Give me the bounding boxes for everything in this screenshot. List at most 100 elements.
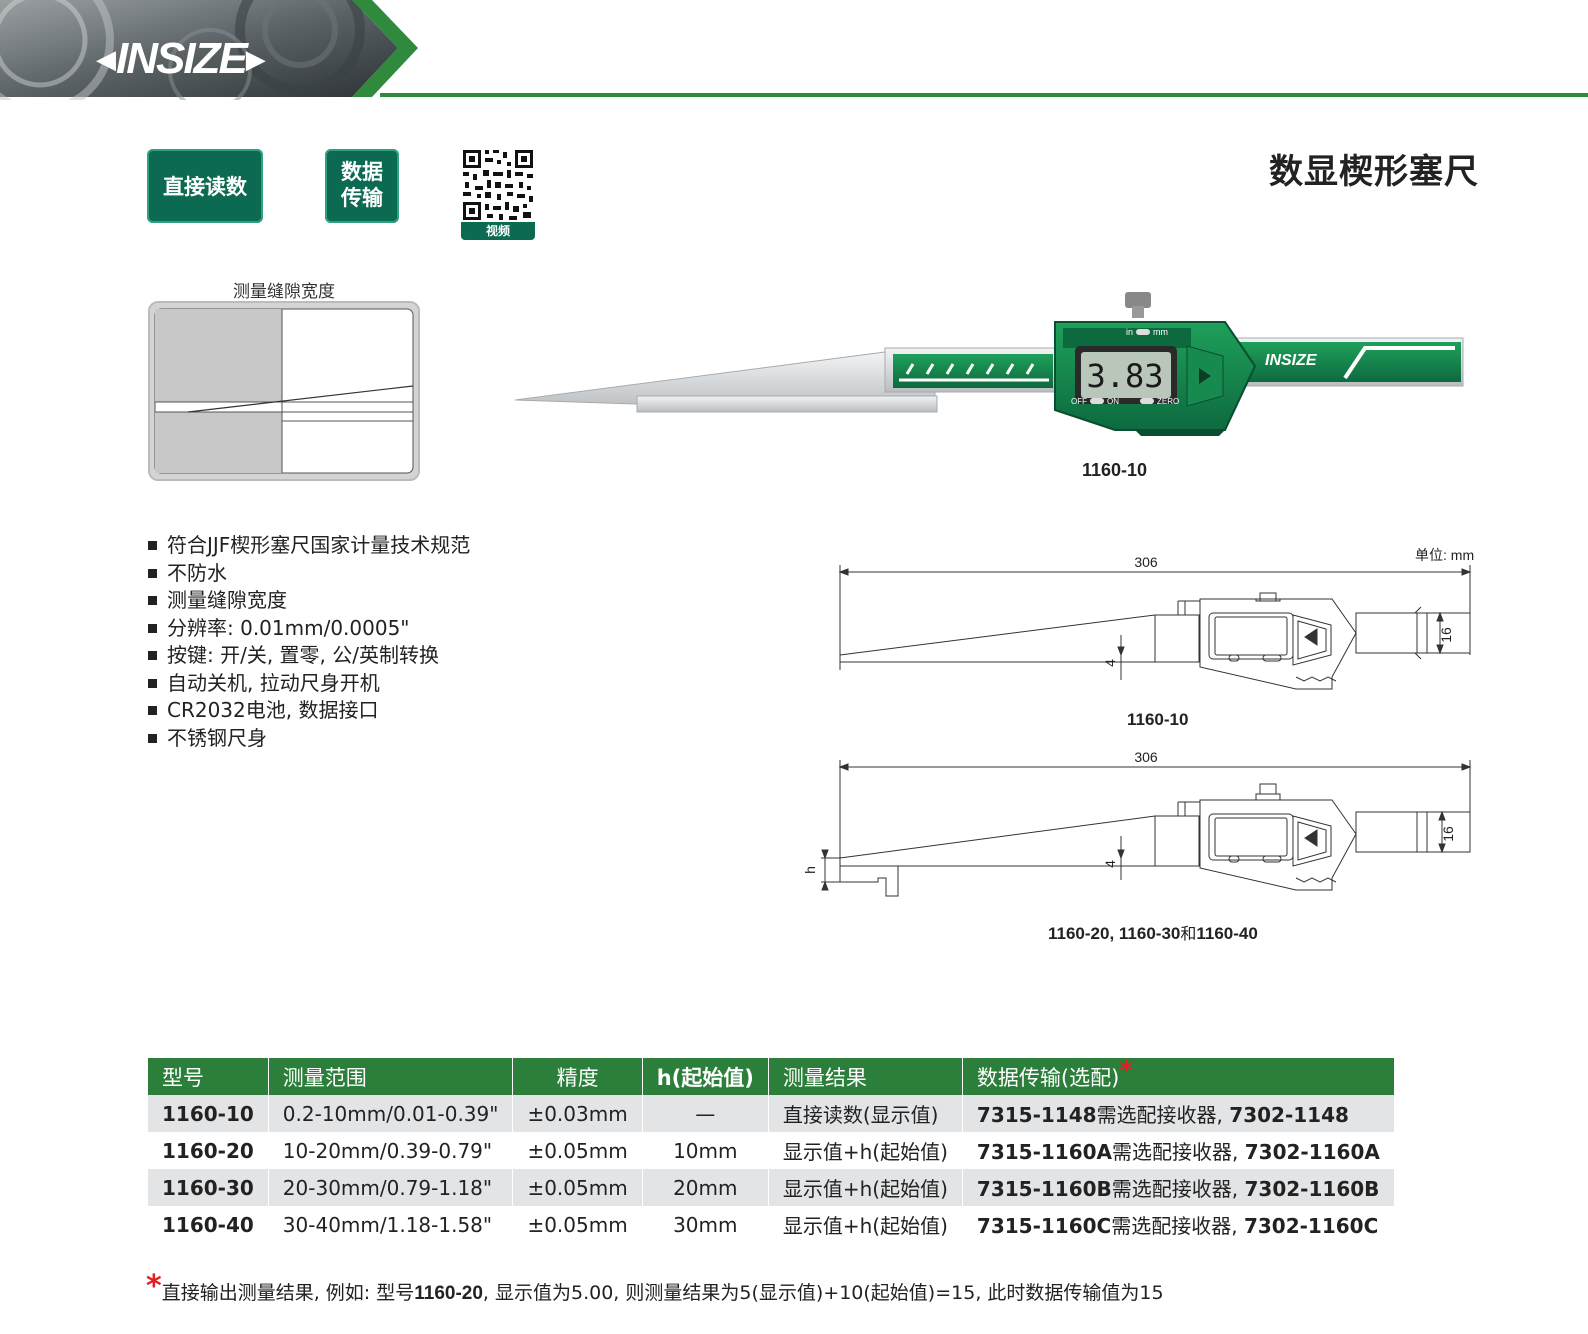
badge-data-transfer: 数据 传输 xyxy=(325,149,399,223)
feature-item: CR2032电池, 数据接口 xyxy=(148,697,470,725)
cell-model: 1160-30 xyxy=(148,1169,269,1206)
badge-direct-read: 直接读数 xyxy=(147,149,263,223)
footnote-text-1: 直接输出测量结果, 例如: 型号 xyxy=(161,1282,415,1304)
cell-data-transfer: 7315-1160C需选配接收器, 7302-1160C xyxy=(962,1206,1394,1243)
label-on: ON xyxy=(1107,397,1119,406)
footnote-asterisk: * xyxy=(146,1269,162,1304)
gap-measurement-diagram xyxy=(148,301,420,481)
cell-code1: 7315-1160C xyxy=(976,1214,1112,1238)
data-button-icon xyxy=(1199,368,1211,384)
cell-code2: 7302-1160C xyxy=(1243,1214,1379,1238)
col-header-h: h(起始值) xyxy=(642,1058,769,1095)
cell-code2: 7302-1160B xyxy=(1244,1177,1380,1201)
cell-accuracy: ±0.05mm xyxy=(512,1169,643,1206)
cell-result: 直接读数(显示值) xyxy=(768,1095,963,1132)
cell-range: 0.2-10mm/0.01-0.39" xyxy=(268,1095,514,1132)
cell-result: 显示值+h(起始值) xyxy=(768,1169,963,1206)
dim-length-306: 306 xyxy=(1134,750,1158,765)
photo-model-label: 1160-10 xyxy=(1082,460,1148,480)
cell-data-transfer: 7315-1160B需选配接收器, 7302-1160B xyxy=(962,1169,1394,1206)
drawing-1-caption: 1160-10 xyxy=(1127,710,1189,729)
footnote-text-2: , 显示值为5.00, 则测量结果为5(显示值)+10(起始值)=15, 此时数… xyxy=(482,1282,1164,1304)
dim-h-label: h xyxy=(805,866,818,874)
cell-mid: 需选配接收器, xyxy=(1112,1140,1245,1164)
badge-direct-read-label: 直接读数 xyxy=(163,176,247,199)
feature-list: 符合JJF楔形塞尺国家计量技术规范 不防水 测量缝隙宽度 分辨率: 0.01mm… xyxy=(148,532,470,752)
col-header-data-transfer-label: 数据传输(选配) xyxy=(976,1065,1120,1090)
dim-length-306: 306 xyxy=(1134,555,1158,570)
label-mm: mm xyxy=(1153,327,1168,337)
lcd-reading: 3.83 xyxy=(1086,357,1163,395)
table-row: 1160-40 30-40mm/1.18-1.58" ±0.05mm 30mm … xyxy=(148,1206,1394,1243)
cell-accuracy: ±0.05mm xyxy=(512,1206,643,1243)
feature-item: 不防水 xyxy=(148,560,470,588)
video-qr-code[interactable]: 视频 xyxy=(461,148,535,240)
cell-mid: 需选配接收器, xyxy=(1111,1177,1245,1201)
col-header-accuracy: 精度 xyxy=(512,1058,643,1095)
drawing-2-caption-and: 和 xyxy=(1180,924,1197,943)
footnote: *直接输出测量结果, 例如: 型号1160-20, 显示值为5.00, 则测量结… xyxy=(146,1272,1164,1305)
cell-data-transfer: 7315-1160A需选配接收器, 7302-1160A xyxy=(962,1132,1394,1169)
cell-h: 30mm xyxy=(642,1206,769,1243)
table-row: 1160-30 20-30mm/0.79-1.18" ±0.05mm 20mm … xyxy=(148,1169,1394,1206)
badge-data-line2: 传输 xyxy=(341,187,383,210)
logo-text: INSIZE xyxy=(116,34,248,83)
table-row: 1160-10 0.2-10mm/0.01-0.39" ±0.03mm — 直接… xyxy=(148,1095,1394,1132)
label-in: in xyxy=(1126,327,1133,337)
cell-range: 20-30mm/0.79-1.18" xyxy=(268,1169,514,1206)
cell-code1: 7315-1148 xyxy=(976,1103,1097,1127)
dim-tip-4: 4 xyxy=(1102,860,1118,868)
cell-data-transfer: 7315-1148需选配接收器, 7302-1148 xyxy=(962,1095,1394,1132)
col-header-model: 型号 xyxy=(148,1058,269,1095)
footnote-model: 1160-20 xyxy=(414,1283,483,1304)
feature-item: 自动关机, 拉动尺身开机 xyxy=(148,670,470,698)
technical-drawing-1160-20-30-40: 306 16 4 h xyxy=(805,750,1472,897)
header-rule xyxy=(380,93,1588,97)
dim-tip-4: 4 xyxy=(1102,659,1118,667)
gap-diagram-caption: 测量缝隙宽度 xyxy=(233,282,335,301)
cell-model: 1160-40 xyxy=(148,1206,269,1243)
cell-code1: 7315-1160A xyxy=(976,1140,1113,1164)
drawing-2-caption: 1160-20, 1160-30和1160-40 xyxy=(1048,920,1258,944)
cell-model: 1160-20 xyxy=(148,1132,269,1169)
table-header-row: 型号 测量范围 精度 h(起始值) 测量结果 数据传输(选配)* xyxy=(148,1058,1394,1095)
cell-accuracy: ±0.05mm xyxy=(512,1132,643,1169)
cell-accuracy: ±0.03mm xyxy=(512,1095,643,1132)
product-photo: INSIZE 3.83 in mm OFF ON ZERO xyxy=(515,292,1464,436)
feature-item: 按键: 开/关, 置零, 公/英制转换 xyxy=(148,642,470,670)
technical-drawing-1160-10: 306 16 4 xyxy=(838,555,1472,690)
col-header-data-transfer: 数据传输(选配)* xyxy=(962,1055,1394,1095)
unit-label: 单位: mm xyxy=(1415,547,1475,563)
asterisk-mark: * xyxy=(1119,1055,1133,1086)
dim-height-16: 16 xyxy=(1440,826,1456,842)
spec-table: 型号 测量范围 精度 h(起始值) 测量结果 数据传输(选配)* 1160-10… xyxy=(148,1058,1394,1243)
badge-data-line1: 数据 xyxy=(341,161,383,184)
cell-h: — xyxy=(642,1095,769,1132)
cell-h: 10mm xyxy=(642,1132,769,1169)
drawing-2-caption-models: 1160-20, 1160-30 xyxy=(1048,924,1181,943)
logo-arrow-left-icon: ◀ xyxy=(96,43,116,74)
logo-arrow-right-icon: ▶ xyxy=(245,43,266,74)
cell-mid: 需选配接收器, xyxy=(1111,1214,1244,1238)
cell-result: 显示值+h(起始值) xyxy=(768,1132,963,1169)
qr-video-label: 视频 xyxy=(461,222,535,240)
header-banner xyxy=(0,0,418,100)
label-zero: ZERO xyxy=(1157,397,1179,406)
qr-code-icon xyxy=(461,148,535,222)
cell-code1: 7315-1160B xyxy=(976,1177,1112,1201)
col-header-range: 测量范围 xyxy=(268,1058,514,1095)
cell-h: 20mm xyxy=(642,1169,769,1206)
cell-model: 1160-10 xyxy=(148,1095,269,1132)
drawing-2-caption-last: 1160-40 xyxy=(1196,924,1258,943)
feature-item: 符合JJF楔形塞尺国家计量技术规范 xyxy=(148,532,470,560)
label-off: OFF xyxy=(1071,397,1087,406)
cell-code2: 7302-1148 xyxy=(1229,1103,1349,1127)
feature-item: 不锈钢尺身 xyxy=(148,725,470,753)
brand-logo: ◀ INSIZE ▶ xyxy=(96,36,266,82)
page-title: 数显楔形塞尺 xyxy=(1269,152,1479,192)
cell-code2: 7302-1160A xyxy=(1244,1140,1380,1164)
dim-height-16: 16 xyxy=(1438,627,1454,643)
cell-range: 10-20mm/0.39-0.79" xyxy=(268,1132,514,1169)
feature-item: 分辨率: 0.01mm/0.0005" xyxy=(148,615,470,643)
cell-result: 显示值+h(起始值) xyxy=(768,1206,963,1243)
